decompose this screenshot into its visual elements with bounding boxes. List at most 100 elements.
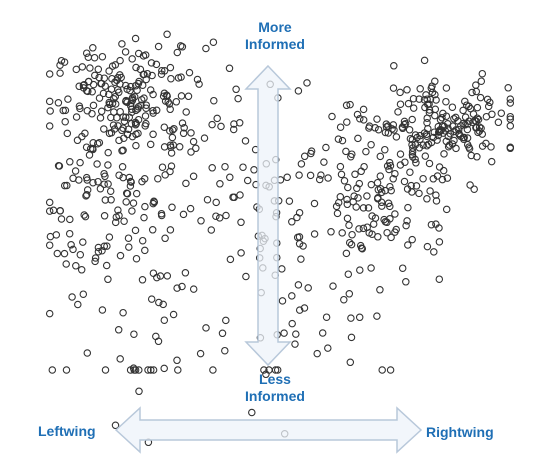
data-point <box>107 113 115 122</box>
data-point <box>381 145 389 154</box>
data-point <box>300 152 309 161</box>
data-point <box>177 73 185 81</box>
data-point <box>310 199 319 208</box>
data-point <box>455 130 463 139</box>
data-point <box>354 194 362 202</box>
data-point <box>412 182 421 190</box>
data-point <box>348 230 356 239</box>
data-point <box>242 272 250 281</box>
data-point <box>208 164 216 172</box>
data-point <box>423 141 431 150</box>
data-point <box>403 185 412 193</box>
data-point <box>86 64 94 72</box>
data-point <box>140 70 148 79</box>
data-point <box>273 366 282 374</box>
data-point <box>66 158 74 166</box>
data-point <box>248 408 256 417</box>
data-point <box>295 171 303 179</box>
data-point <box>152 332 160 341</box>
data-point <box>67 241 75 249</box>
data-point <box>60 249 69 258</box>
data-point <box>230 120 238 128</box>
data-point <box>146 140 155 149</box>
data-point <box>141 202 149 211</box>
data-point <box>156 272 165 280</box>
data-point <box>186 204 195 213</box>
data-point <box>111 61 120 69</box>
data-point <box>347 240 356 249</box>
data-point <box>476 93 485 102</box>
data-point <box>207 226 216 234</box>
data-point <box>348 150 356 158</box>
data-point <box>338 136 347 145</box>
informed-label-bottom: Informed <box>245 388 305 404</box>
data-point <box>365 122 374 130</box>
data-point <box>133 86 141 94</box>
data-point <box>461 113 470 121</box>
data-point <box>386 161 395 170</box>
data-point <box>324 344 332 352</box>
data-point <box>174 366 182 374</box>
data-point <box>149 130 157 139</box>
data-point <box>434 122 443 131</box>
data-point <box>84 77 93 86</box>
data-point <box>138 276 147 284</box>
data-point <box>69 174 77 183</box>
data-point <box>387 233 395 242</box>
data-point <box>392 133 401 141</box>
data-point <box>109 121 118 129</box>
data-point <box>166 63 175 72</box>
data-point <box>465 143 473 151</box>
data-point <box>467 151 476 160</box>
data-point <box>438 113 446 122</box>
data-point <box>88 109 96 118</box>
data-point <box>288 218 296 226</box>
data-point <box>388 125 396 133</box>
data-point <box>189 137 198 146</box>
data-point <box>415 95 423 103</box>
data-point <box>72 262 80 270</box>
data-point <box>91 71 99 80</box>
data-point <box>260 366 268 374</box>
data-point <box>402 221 410 230</box>
data-point <box>322 313 331 321</box>
data-point <box>416 85 424 93</box>
data-point <box>84 53 93 61</box>
data-point <box>442 97 450 106</box>
data-point <box>482 139 490 148</box>
data-point <box>408 115 416 124</box>
data-point <box>94 177 102 186</box>
data-point <box>420 56 429 65</box>
data-point <box>381 128 390 137</box>
data-point <box>54 162 63 170</box>
data-point <box>53 249 62 258</box>
data-point <box>391 210 399 218</box>
data-point <box>64 95 72 103</box>
data-point <box>439 166 448 175</box>
data-point <box>100 74 109 82</box>
data-point <box>445 141 454 149</box>
data-point <box>280 329 288 337</box>
data-point <box>45 207 54 215</box>
data-point <box>343 214 352 223</box>
data-point <box>104 275 112 284</box>
data-point <box>166 127 174 135</box>
data-point <box>68 293 76 301</box>
data-point <box>179 210 188 219</box>
data-point <box>359 204 368 212</box>
data-point <box>471 116 479 125</box>
data-point <box>368 230 376 238</box>
data-point <box>396 88 404 97</box>
data-point <box>440 150 448 158</box>
data-point <box>288 292 296 300</box>
data-point <box>114 86 122 94</box>
data-point <box>435 275 444 283</box>
data-point <box>226 173 234 182</box>
data-point <box>359 224 368 233</box>
data-point <box>65 229 74 238</box>
data-point <box>367 264 375 272</box>
data-point <box>182 108 190 116</box>
data-point <box>88 87 96 96</box>
data-point <box>419 141 427 149</box>
vertical-arrow <box>244 64 292 367</box>
